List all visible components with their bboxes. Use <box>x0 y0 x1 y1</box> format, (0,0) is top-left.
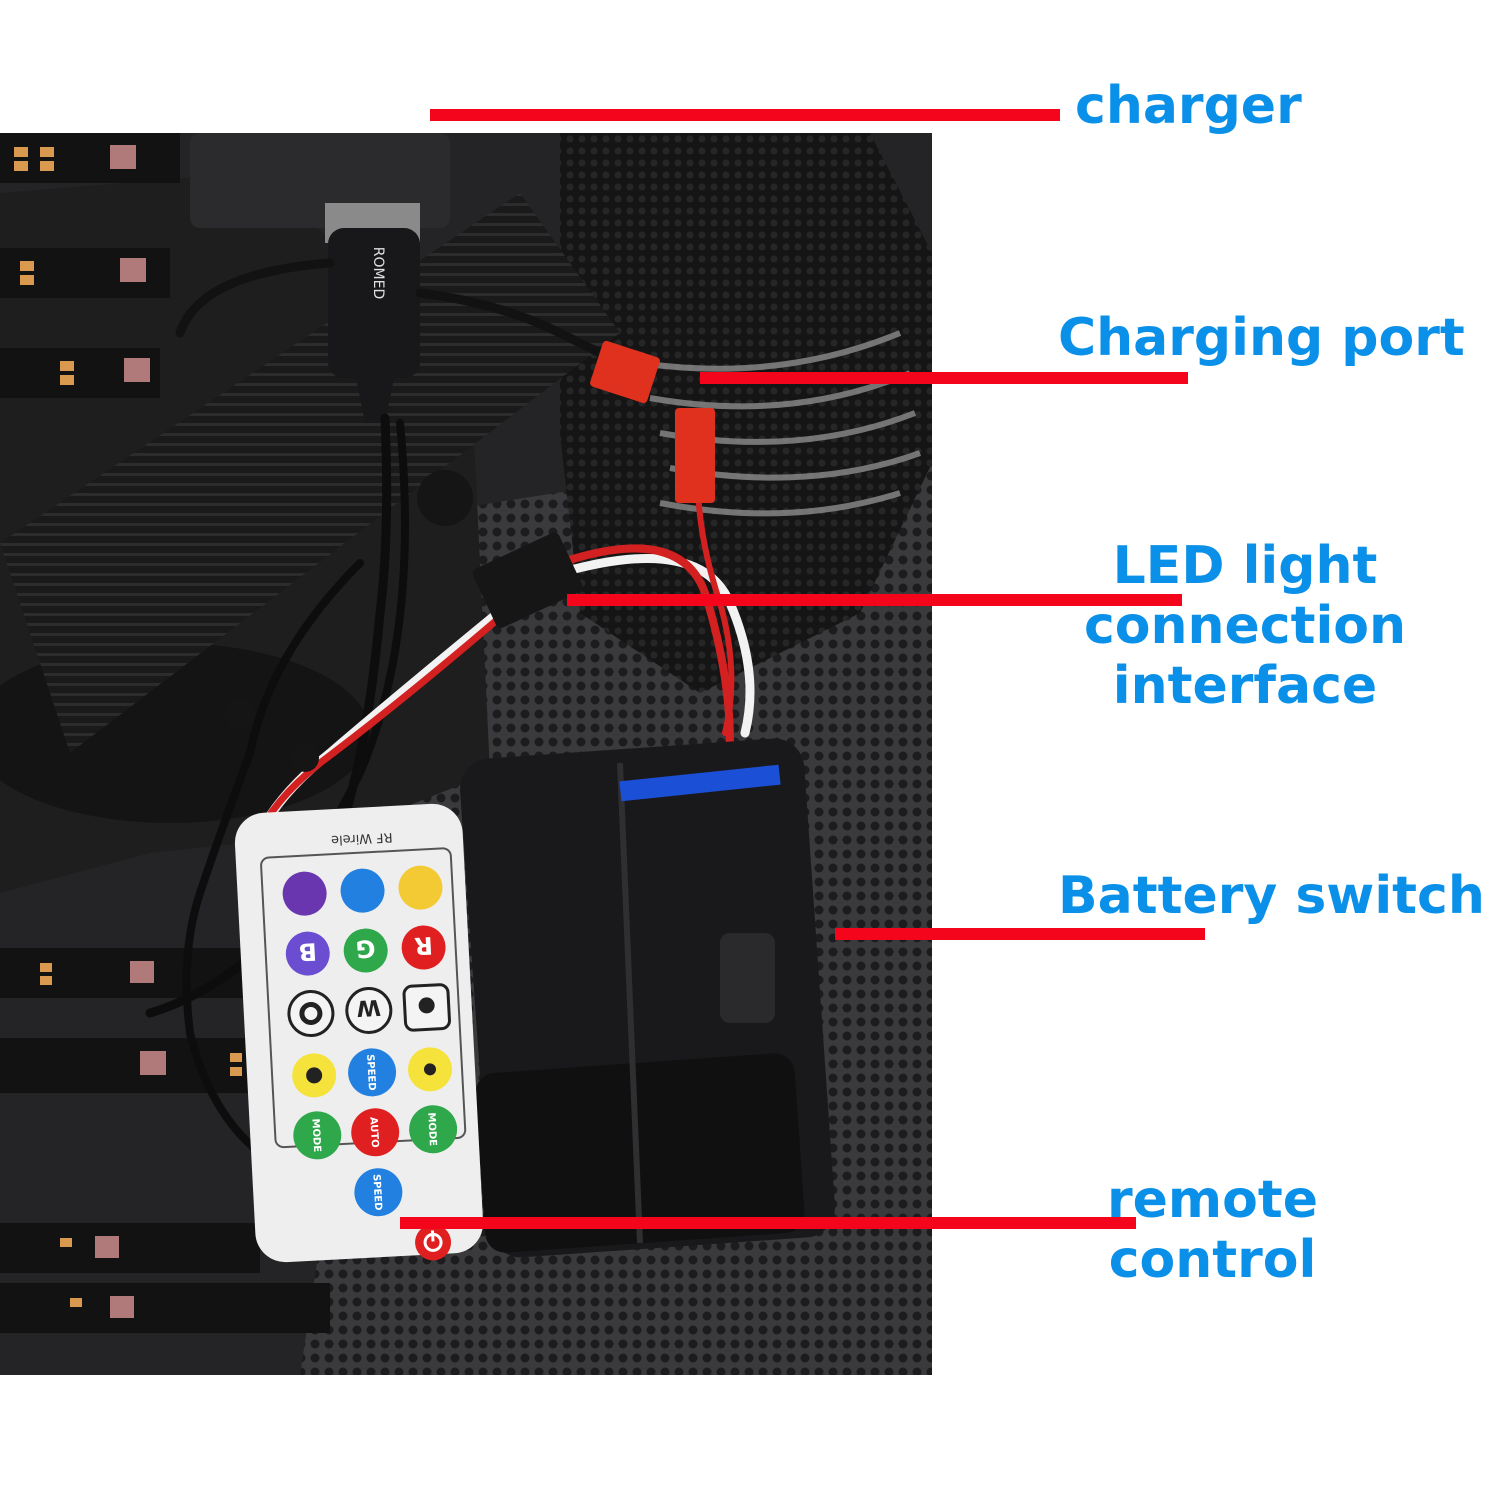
product-photo: ROMED <box>0 133 932 1375</box>
leader-remote-control <box>400 1217 1136 1229</box>
remote-button-b: B <box>298 937 318 966</box>
gear-icon <box>287 989 335 1037</box>
remote-button-auto: AUTO <box>367 1117 380 1148</box>
led-connector <box>472 532 583 628</box>
label-led-line1: LED light <box>1112 536 1378 596</box>
power-icon <box>415 1224 452 1261</box>
battery-pack <box>459 738 835 1258</box>
usb-plug <box>328 228 420 378</box>
charging-connector <box>590 340 715 503</box>
elastic-strap <box>0 193 620 753</box>
remote-brand-text: RF Wirele <box>331 829 393 847</box>
photo-illustration: ROMED <box>0 133 932 1375</box>
remote-button-r: R <box>414 931 434 960</box>
leader-battery-switch <box>835 928 1205 940</box>
cables <box>145 258 755 1157</box>
label-led-interface: LED light connection interface <box>1080 536 1410 716</box>
led-strips <box>0 133 330 1333</box>
remote-button-mode-minus: MODE <box>425 1112 438 1146</box>
label-remote-line1: remote <box>1107 1170 1318 1230</box>
remote-button-g: G <box>355 934 376 963</box>
label-led-line2: connection <box>1083 596 1407 656</box>
label-remote-control: remote control <box>1100 1170 1325 1290</box>
label-charging-port: Charging port <box>1058 308 1465 368</box>
leader-charger <box>430 109 1060 121</box>
leader-led-interface <box>567 594 1182 606</box>
leader-charging-port <box>700 372 1188 384</box>
label-charger: charger <box>1075 76 1302 136</box>
remote-button-speed-plus: SPEED <box>370 1174 383 1211</box>
remote-button-w: W <box>356 994 382 1020</box>
label-led-line3: interface <box>1112 656 1378 716</box>
remote-control: RF Wirele B G R W SPEE <box>234 803 484 1263</box>
label-remote-line2: control <box>1108 1230 1317 1290</box>
plug-text: ROMED <box>370 247 386 299</box>
battery-switch <box>720 933 775 1023</box>
remote-button-mode-plus: MODE <box>309 1118 322 1152</box>
label-battery-switch: Battery switch <box>1058 866 1485 926</box>
remote-button-speed-minus: SPEED <box>364 1054 377 1091</box>
